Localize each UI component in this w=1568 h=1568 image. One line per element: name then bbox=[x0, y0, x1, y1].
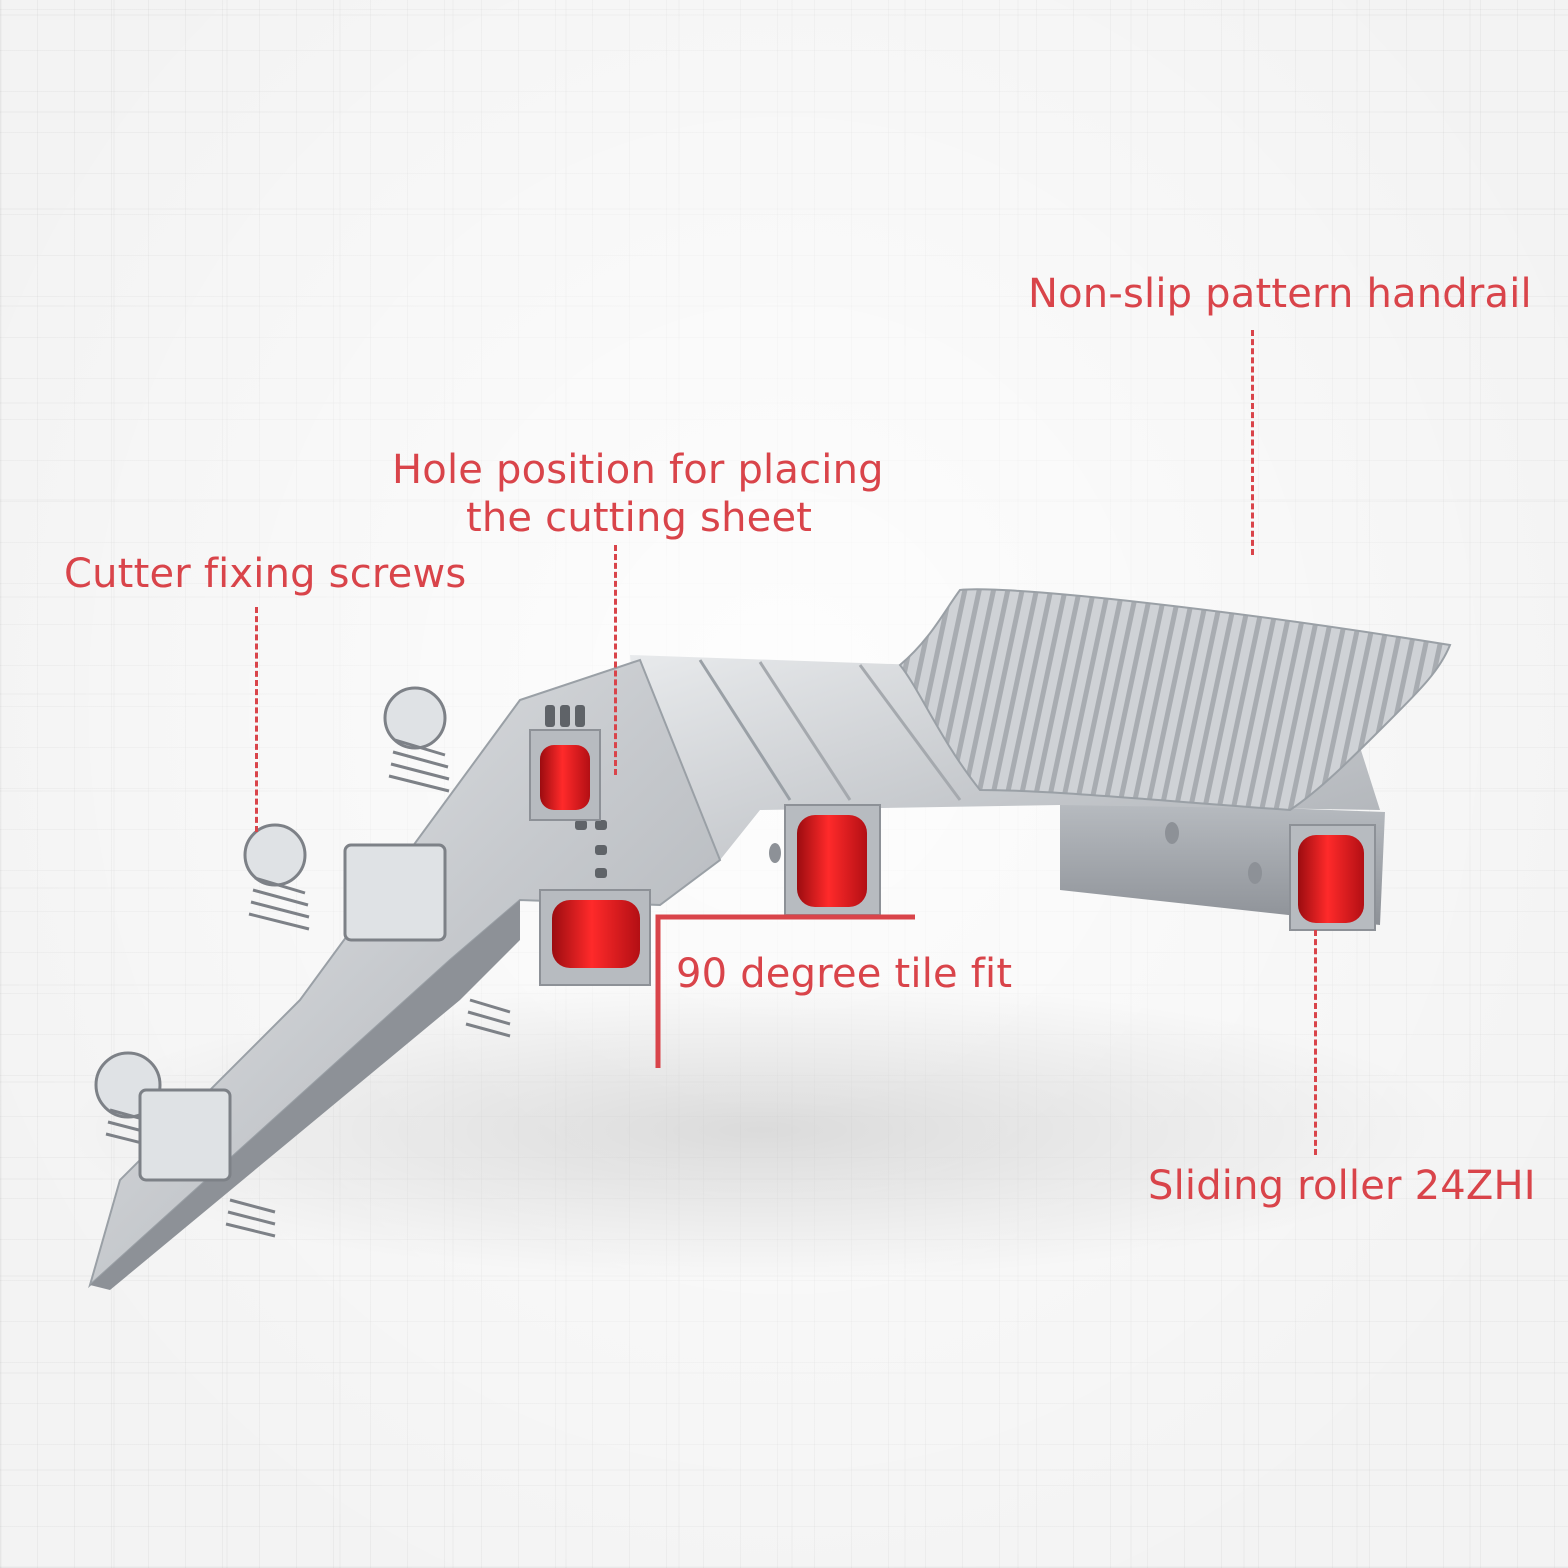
screw-2 bbox=[243, 823, 310, 931]
roller-3 bbox=[797, 815, 867, 907]
floor-shadow bbox=[60, 980, 1460, 1280]
handrail-leader-line bbox=[1251, 330, 1254, 555]
rivets bbox=[769, 822, 1262, 884]
lower-spring-2 bbox=[225, 1198, 276, 1238]
hole-leader-line bbox=[614, 545, 617, 775]
clamp-block-2 bbox=[138, 1088, 232, 1182]
sliding-rollers bbox=[540, 745, 1364, 968]
roller-leader-line bbox=[1314, 930, 1317, 1155]
screws-leader-line bbox=[255, 607, 258, 832]
screws-label: Cutter fixing screws bbox=[64, 551, 467, 597]
screw-1 bbox=[383, 686, 450, 793]
non-slip-handrail bbox=[898, 588, 1452, 812]
tile-fit-label: 90 degree tile fit bbox=[676, 951, 1013, 997]
hole-label-line-1: Hole position for placing bbox=[392, 447, 884, 493]
cutter-fixing-screws bbox=[94, 686, 511, 1238]
cutter-arm-edge bbox=[90, 900, 520, 1290]
roller-4 bbox=[1298, 835, 1364, 923]
ninety-degree-marker bbox=[655, 914, 915, 1068]
hole-position-slots bbox=[545, 705, 607, 878]
roller-label: Sliding roller 24ZHI bbox=[1148, 1163, 1536, 1209]
roller-2 bbox=[552, 900, 640, 968]
hole-label-line-2: the cutting sheet bbox=[466, 495, 813, 541]
lower-spring-1 bbox=[465, 998, 511, 1038]
handrail-label: Non-slip pattern handrail bbox=[1028, 271, 1532, 317]
clamp-block-1 bbox=[343, 843, 447, 942]
roller-1 bbox=[540, 745, 590, 810]
